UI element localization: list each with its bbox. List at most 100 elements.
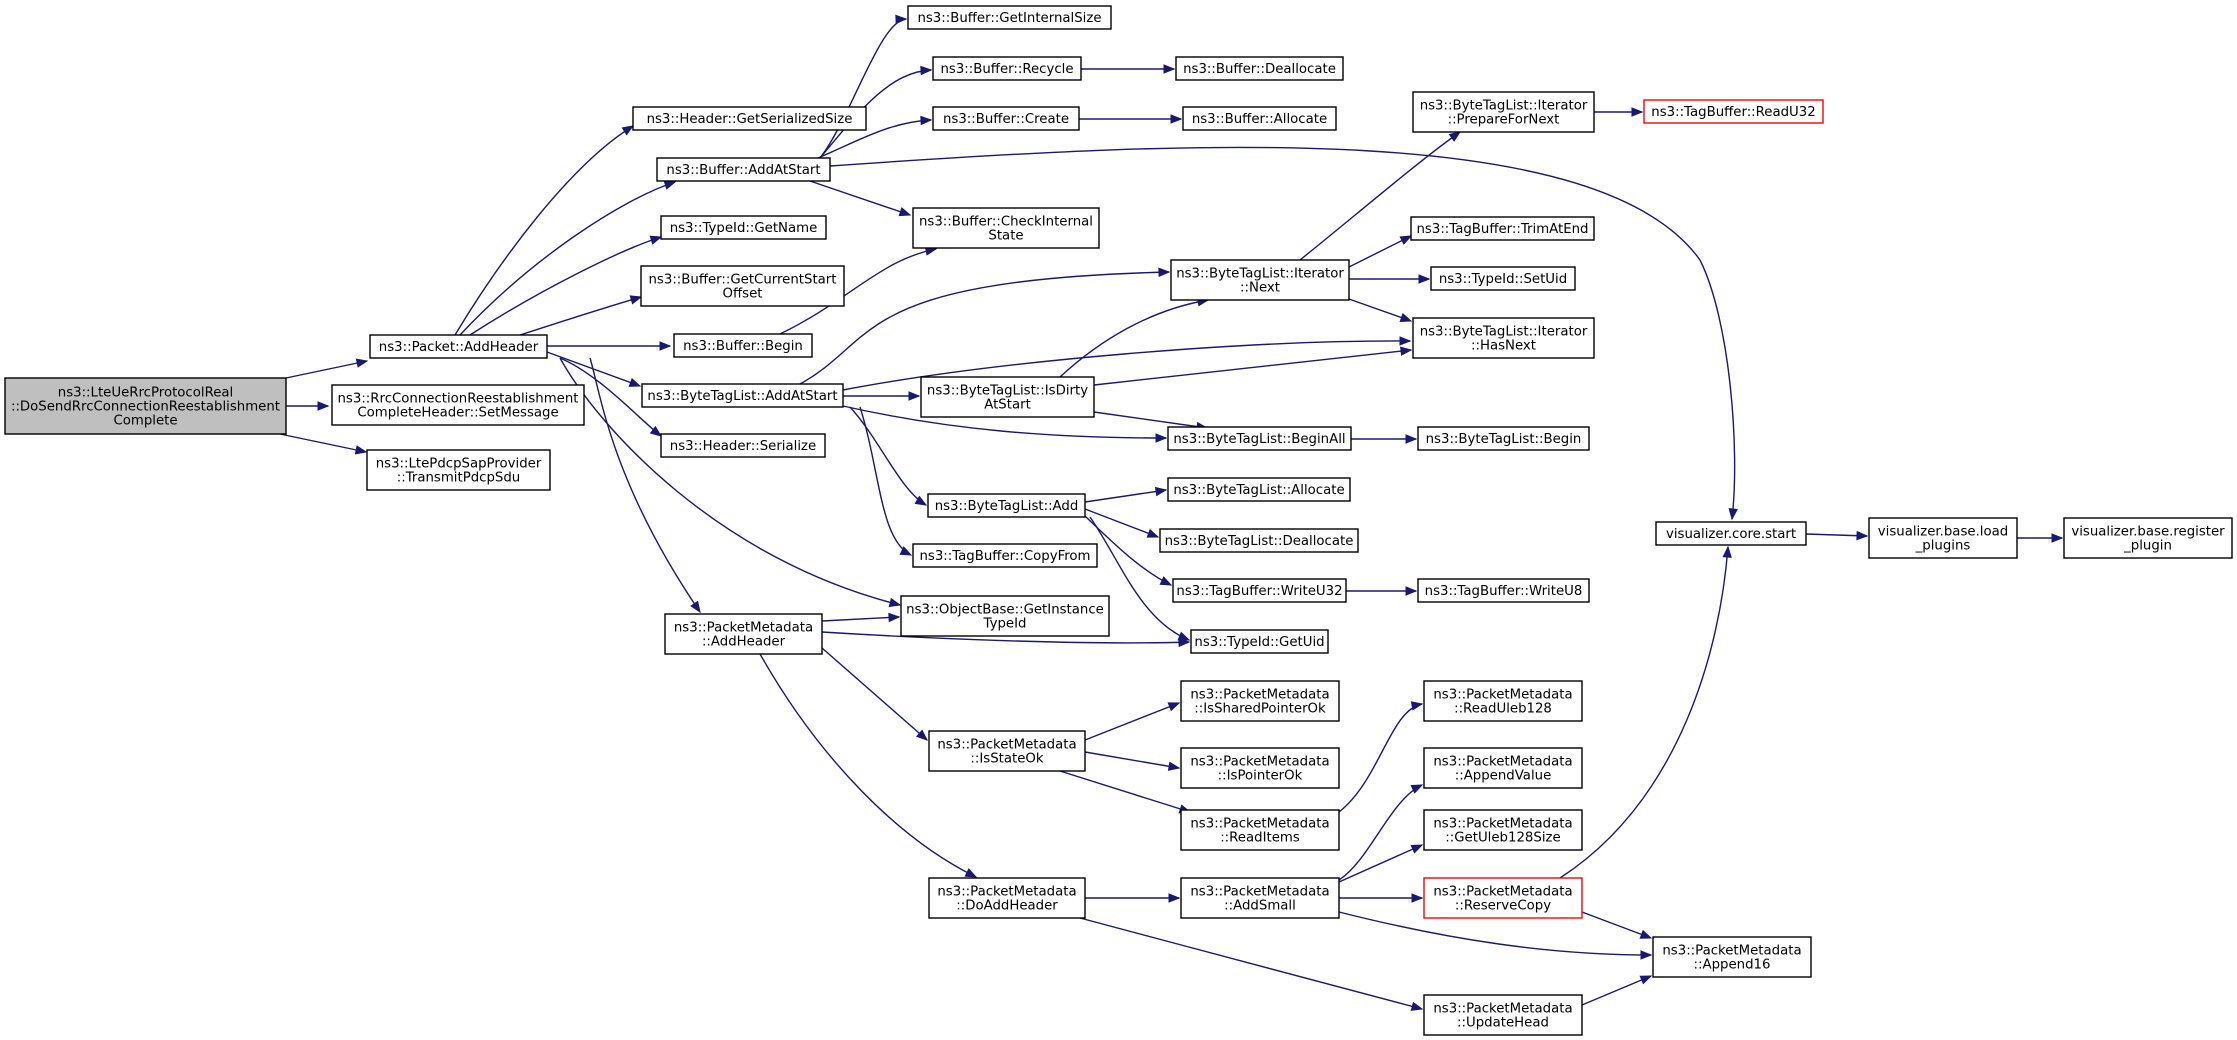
arrowhead <box>920 115 933 126</box>
node-addHeader[interactable]: ns3::Packet::AddHeader <box>369 334 548 359</box>
node-pmAddHeader[interactable]: ns3::PacketMetadata::AddHeader <box>664 613 823 655</box>
node-bufferBegin[interactable]: ns3::Buffer::Begin <box>673 333 813 358</box>
node-vizStart[interactable]: visualizer.core.start <box>1655 521 1807 546</box>
node-btlAllocate[interactable]: ns3::ByteTagList::Allocate <box>1167 477 1351 502</box>
edge-line <box>1581 975 1652 1006</box>
node-btlAdd[interactable]: ns3::ByteTagList::Add <box>927 493 1086 518</box>
node-isSharedPointerOk[interactable]: ns3::PacketMetadata::IsSharedPointerOk <box>1180 680 1340 722</box>
node-label-line: ns3::TypeId::SetUid <box>1439 272 1567 287</box>
arrowhead <box>1405 586 1418 596</box>
node-label-line: TypeId <box>983 617 1027 632</box>
edge-loadPlugins-to-registerPlugin <box>2017 533 2064 543</box>
node-label-line: ns3::PacketMetadata <box>1190 688 1329 703</box>
node-root[interactable]: ns3::LteUeRrcProtocolReal::DoSendRrcConn… <box>4 377 287 435</box>
node-getInternalSize[interactable]: ns3::Buffer::GetInternalSize <box>907 5 1112 30</box>
node-box <box>927 493 1086 518</box>
node-box <box>1410 216 1595 241</box>
node-isPointerOk[interactable]: ns3::PacketMetadata::IsPointerOk <box>1180 747 1340 789</box>
node-box <box>900 595 1110 637</box>
arrowhead <box>1163 64 1176 74</box>
node-prepareForNext[interactable]: ns3::ByteTagList::Iterator::PrepareForNe… <box>1412 91 1595 133</box>
node-label-line: ns3::ByteTagList::Deallocate <box>1165 534 1354 549</box>
node-iterNext[interactable]: ns3::ByteTagList::Iterator::Next <box>1170 259 1350 301</box>
node-label-line: ::GetUleb128Size <box>1445 831 1560 846</box>
node-btlBegin[interactable]: ns3::ByteTagList::Begin <box>1417 426 1590 451</box>
node-btlDeallocate[interactable]: ns3::ByteTagList::Deallocate <box>1159 528 1359 553</box>
node-getSerializedSize[interactable]: ns3::Header::GetSerializedSize <box>632 106 867 131</box>
node-label-line: ns3::LteUeRrcProtocolReal <box>58 386 233 401</box>
edge-pmAddHeader-to-getUid <box>821 631 1191 648</box>
node-box <box>1423 877 1583 919</box>
node-label-line: ns3::ByteTagList::IsDirty <box>927 384 1088 399</box>
node-create[interactable]: ns3::Buffer::Create <box>932 106 1080 131</box>
node-beginAll[interactable]: ns3::ByteTagList::BeginAll <box>1167 426 1352 451</box>
node-label-line: ns3::PacketMetadata <box>1433 688 1572 703</box>
edge-line <box>1059 770 1191 813</box>
node-label-line: ns3::ByteTagList::Iterator <box>1176 267 1344 282</box>
node-box <box>369 334 548 359</box>
node-writeU32[interactable]: ns3::TagBuffer::WriteU32 <box>1172 578 1347 603</box>
node-readUleb128[interactable]: ns3::PacketMetadata::ReadUleb128 <box>1423 680 1583 722</box>
node-box <box>932 106 1080 131</box>
node-updateHead[interactable]: ns3::PacketMetadata::UpdateHead <box>1423 994 1583 1036</box>
node-addSmall[interactable]: ns3::PacketMetadata::AddSmall <box>1180 877 1340 919</box>
node-writeU8[interactable]: ns3::TagBuffer::WriteU8 <box>1417 578 1590 603</box>
node-readU32[interactable]: ns3::TagBuffer::ReadU32 <box>1643 99 1824 124</box>
arrowhead <box>1154 486 1168 497</box>
node-deallocate[interactable]: ns3::Buffer::Deallocate <box>1175 56 1344 81</box>
edge-iterNext-to-hasNext <box>1348 298 1413 322</box>
node-loadPlugins[interactable]: visualizer.base.load_plugins <box>1868 517 2018 559</box>
edge-addHeader-to-getSerializedSize <box>454 125 635 336</box>
node-copyFrom[interactable]: ns3::TagBuffer::CopyFrom <box>912 543 1098 568</box>
edge-addHeader-to-headerSerialize <box>559 357 663 437</box>
node-btlAddAtStart[interactable]: ns3::ByteTagList::AddAtStart <box>641 383 844 408</box>
edge-line <box>1338 844 1423 883</box>
node-box <box>640 265 845 307</box>
node-hasNext[interactable]: ns3::ByteTagList::Iterator::HasNext <box>1412 317 1595 359</box>
node-bufferAddAtStart[interactable]: ns3::Buffer::AddAtStart <box>656 157 831 182</box>
node-label-line: ns3::PacketMetadata <box>937 885 1076 900</box>
edge-addHeader-to-getCurrentStartOffset <box>519 295 643 336</box>
node-box <box>660 215 827 240</box>
arrowhead <box>1167 761 1181 771</box>
node-label-line: State <box>988 229 1023 244</box>
edge-line <box>1089 516 1190 641</box>
arrowhead <box>1400 346 1413 356</box>
arrowhead <box>1448 131 1462 142</box>
node-reserveCopy[interactable]: ns3::PacketMetadata::ReserveCopy <box>1423 877 1583 919</box>
node-trimAtEnd[interactable]: ns3::TagBuffer::TrimAtEnd <box>1410 216 1595 241</box>
node-getUid[interactable]: ns3::TypeId::GetUid <box>1190 629 1329 654</box>
node-headerSerialize[interactable]: ns3::Header::Serialize <box>660 433 826 458</box>
node-label-line: CompleteHeader::SetMessage <box>357 406 558 421</box>
edge-addHeader-to-typeIdGetName <box>469 235 663 336</box>
node-allocate[interactable]: ns3::Buffer::Allocate <box>1182 106 1337 131</box>
node-appendValue[interactable]: ns3::PacketMetadata::AppendValue <box>1423 747 1583 789</box>
node-typeIdGetName[interactable]: ns3::TypeId::GetName <box>660 215 827 240</box>
arrowhead <box>354 445 368 455</box>
arrowhead <box>317 401 330 411</box>
node-getUleb128Size[interactable]: ns3::PacketMetadata::GetUleb128Size <box>1423 809 1583 851</box>
node-registerPlugin[interactable]: visualizer.base.register_plugin <box>2063 517 2233 559</box>
edge-addSmall-to-getUleb128Size <box>1338 844 1424 883</box>
node-readItems[interactable]: ns3::PacketMetadata::ReadItems <box>1180 809 1340 851</box>
node-box <box>1423 809 1583 851</box>
node-label-line: ns3::TypeId::GetUid <box>1194 635 1324 650</box>
node-setMessage[interactable]: ns3::RrcConnectionReestablishmentComplet… <box>331 384 585 426</box>
arrowhead <box>2051 533 2064 543</box>
node-box <box>1180 680 1340 722</box>
node-recycle[interactable]: ns3::Buffer::Recycle <box>932 56 1082 81</box>
node-transmitPdcpSdu[interactable]: ns3::LtePdcpSapProvider::TransmitPdcpSdu <box>366 449 551 491</box>
node-label-line: ns3::Buffer::Create <box>943 112 1069 127</box>
node-append16[interactable]: ns3::PacketMetadata::Append16 <box>1652 936 1812 978</box>
node-setUid[interactable]: ns3::TypeId::SetUid <box>1430 266 1576 291</box>
edge-line <box>821 647 928 741</box>
node-doAddHeader[interactable]: ns3::PacketMetadata::DoAddHeader <box>928 877 1086 919</box>
arrowhead <box>1410 701 1424 711</box>
node-isStateOk[interactable]: ns3::PacketMetadata::IsStateOk <box>928 730 1086 772</box>
arrowhead <box>1410 1001 1424 1011</box>
